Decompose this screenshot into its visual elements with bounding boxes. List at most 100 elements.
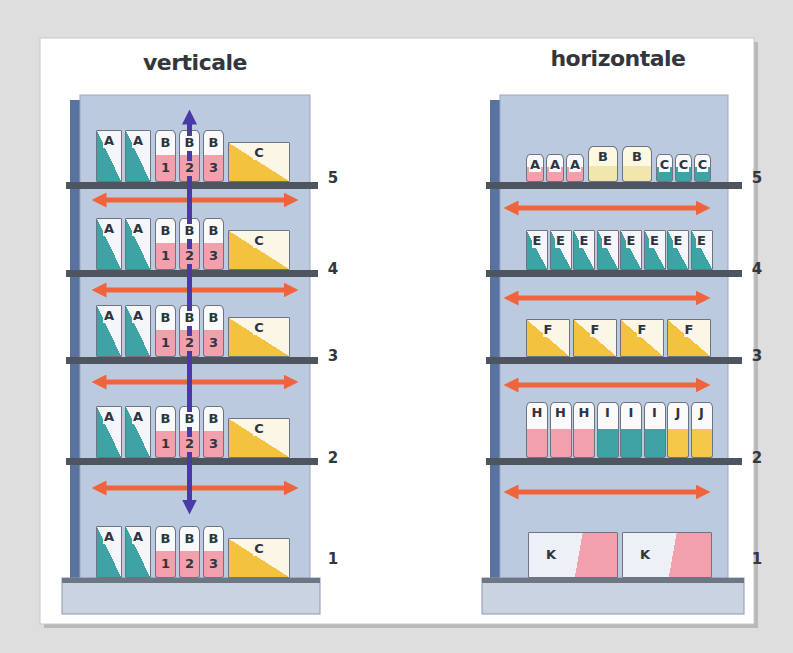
product-can: H <box>573 402 595 458</box>
product-box: F <box>526 319 570 357</box>
product-letter: E <box>649 234 660 248</box>
product-box: E <box>526 230 548 270</box>
horizontal-arrow <box>102 198 288 203</box>
variant-number: 2 <box>184 249 195 263</box>
product-box: E <box>691 230 713 270</box>
product-can: H <box>526 402 548 458</box>
product-letter: K <box>545 548 557 562</box>
product-letter: K <box>639 548 651 562</box>
product-can: J <box>691 402 713 458</box>
variant-number: 1 <box>160 437 171 451</box>
unit-back <box>80 95 310 578</box>
product-box: C <box>228 142 290 182</box>
product-box: C <box>228 317 290 357</box>
product-letter: A <box>132 134 144 148</box>
shelf-number-holder: 3 <box>752 346 762 365</box>
product-letter: B <box>184 224 196 238</box>
product-letter: C <box>678 158 690 172</box>
product-box: C <box>228 538 290 578</box>
product-box: E <box>644 230 666 270</box>
product-box: E <box>550 230 572 270</box>
product-box: A <box>96 218 122 270</box>
unit-plinth <box>482 578 744 614</box>
panel-heading: horizontale <box>550 46 685 71</box>
product-can: I <box>620 402 642 458</box>
product-box: C <box>228 230 290 270</box>
product-can: B1 <box>155 305 176 357</box>
product-letter: F <box>684 323 695 337</box>
product-letter: B <box>208 311 220 325</box>
product-letter: B <box>160 224 172 238</box>
unit-back <box>500 95 728 578</box>
product-can: C <box>656 154 673 182</box>
product-letter: J <box>698 406 705 420</box>
variant-number: 1 <box>160 336 171 350</box>
unit-plinth <box>62 578 320 614</box>
horizontal-arrow <box>514 490 700 495</box>
horizontal-arrow <box>514 383 700 388</box>
product-letter: B <box>184 311 196 325</box>
plinth-edge <box>482 578 744 583</box>
panel-heading-holder: horizontale <box>550 46 685 71</box>
product-can: I <box>644 402 666 458</box>
product-can: B3 <box>203 526 224 578</box>
shelf-board <box>486 182 742 189</box>
product-can: I <box>597 402 619 458</box>
variant-number: 3 <box>208 249 219 263</box>
product-letter: A <box>103 309 115 323</box>
product-box: F <box>573 319 617 357</box>
product-box: A <box>96 526 122 578</box>
white-panel <box>40 38 754 624</box>
product-letter: A <box>103 410 115 424</box>
product-letter: A <box>103 134 115 148</box>
product-letter: A <box>132 410 144 424</box>
product-letter: B <box>184 412 196 426</box>
product-box: A <box>125 218 151 270</box>
panel-heading: verticale <box>143 50 247 75</box>
variant-number: 1 <box>160 161 171 175</box>
product-letter: F <box>637 323 648 337</box>
variant-number: 2 <box>184 336 195 350</box>
horizontal-arrow <box>102 486 288 491</box>
product-letter: J <box>675 406 682 420</box>
product-box: A <box>96 406 122 458</box>
horizontal-arrow <box>514 206 700 211</box>
product-box: A <box>125 130 151 182</box>
shelf-number-holder: 1 <box>328 549 338 568</box>
product-box: A <box>125 305 151 357</box>
shelf-number: 1 <box>328 550 338 568</box>
product-can: B1 <box>155 406 176 458</box>
variant-number: 1 <box>160 249 171 263</box>
product-can: J <box>667 402 689 458</box>
variant-number: 2 <box>184 161 195 175</box>
product-letter: I <box>604 406 611 420</box>
product-letter: B <box>160 311 172 325</box>
product-can: A <box>546 154 564 182</box>
product-letter: A <box>529 158 541 172</box>
shelf-number: 5 <box>328 169 338 187</box>
shelf-number: 1 <box>752 550 762 568</box>
product-letter: F <box>590 323 601 337</box>
product-box: F <box>667 319 711 357</box>
product-can: C <box>675 154 692 182</box>
product-letter: E <box>579 234 590 248</box>
shelf-number-holder: 2 <box>328 448 338 467</box>
product-letter: B <box>208 224 220 238</box>
product-letter: C <box>253 422 265 436</box>
horizontal-arrow <box>102 380 288 385</box>
variant-number: 2 <box>184 437 195 451</box>
product-box: E <box>667 230 689 270</box>
product-box: A <box>96 305 122 357</box>
product-letter: B <box>208 136 220 150</box>
product-letter: I <box>628 406 635 420</box>
product-can: B3 <box>203 218 224 270</box>
product-letter: E <box>696 234 707 248</box>
vertical-arrow <box>187 120 192 504</box>
product-box: A <box>125 406 151 458</box>
shelf-number: 4 <box>328 260 338 278</box>
product-can: C <box>694 154 711 182</box>
product-letter: F <box>543 323 554 337</box>
product-letter: E <box>532 234 543 248</box>
